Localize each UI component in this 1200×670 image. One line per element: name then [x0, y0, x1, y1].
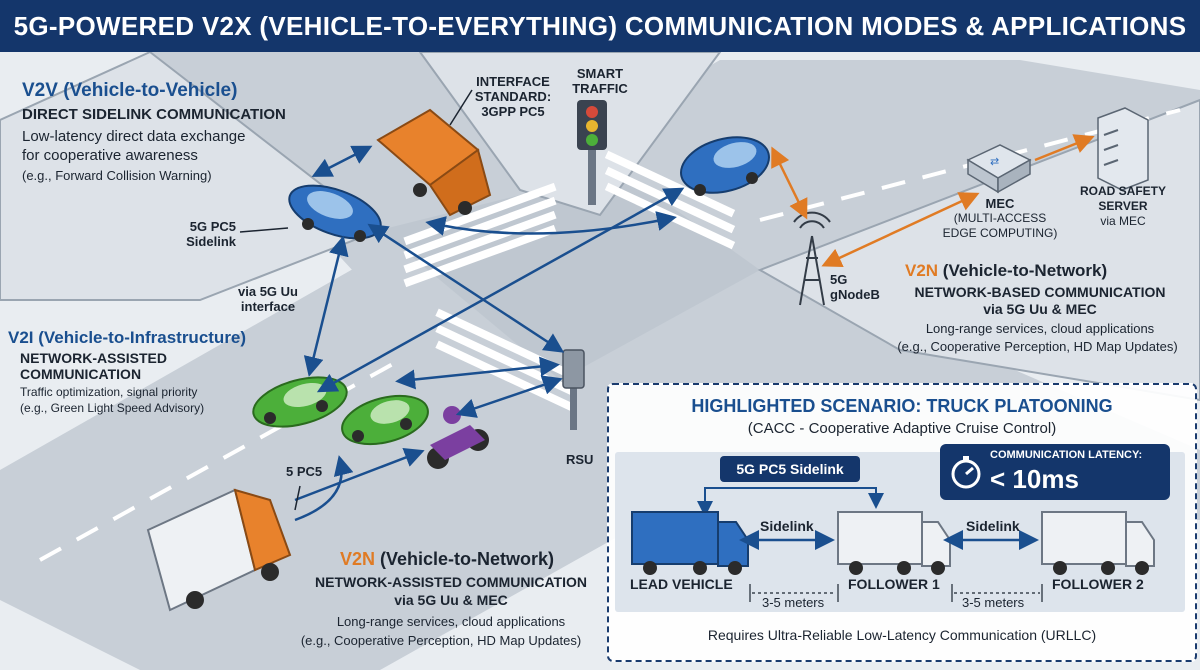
sidelink-tag: 5G PC5 Sidelink: [720, 456, 860, 482]
mec-label-line2: (MULTI-ACCESS: [953, 211, 1047, 225]
v2n-bottom-prefix: V2N: [340, 549, 376, 569]
header-bar: 5G-POWERED V2X (VEHICLE-TO-EVERYTHING) C…: [0, 0, 1200, 52]
lead-vehicle-label: LEAD VEHICLE: [630, 576, 733, 592]
v2i-sub-2: COMMUNICATION: [20, 366, 142, 382]
smart-traffic-label: SMART TRAFFIC: [565, 66, 635, 96]
server-label-line1: ROAD SAFETY: [1079, 184, 1166, 198]
v2n-bottom-sub-2: via 5G Uu & MEC: [394, 592, 508, 608]
gnodeb-label-line1: 5G: [830, 272, 848, 287]
v2i-sub-1: NETWORK-ASSISTED: [20, 350, 167, 366]
blue-car-icon-east: [680, 136, 770, 196]
green-car-icon-2: [341, 394, 429, 446]
svg-text:⇄: ⇄: [990, 155, 999, 168]
v2n-bottom-desc: Long-range services, cloud applications: [336, 614, 566, 629]
v2n-bottom-heading-rest: (Vehicle-to-Network): [375, 549, 555, 569]
sidelink-label-2: Sidelink: [966, 518, 1020, 534]
rsu-label: RSU: [566, 452, 594, 467]
latency-value: < 10ms: [990, 464, 1079, 494]
smart-traffic-line2: TRAFFIC: [572, 81, 628, 96]
interface-label: INTERFACE STANDARD: 3GPP PC5: [468, 74, 558, 119]
page-title: 5G-POWERED V2X (VEHICLE-TO-EVERYTHING) C…: [13, 11, 1187, 41]
stopwatch-icon: [951, 456, 981, 489]
v2n-bottom-heading: V2N (Vehicle-to-Network): [340, 549, 554, 570]
interface-label-line2: STANDARD:: [474, 89, 552, 104]
mec-label-line3: EDGE COMPUTING): [942, 226, 1058, 240]
gap-label-2: 3-5 meters: [962, 595, 1025, 610]
mec-router-icon: ⇄: [966, 144, 1032, 194]
pc5-label-line2: Sidelink: [186, 234, 236, 249]
uu-label-line1: via 5G Uu: [238, 284, 298, 299]
mec-label-line1: MEC: [985, 196, 1015, 211]
v2v-desc-2: for cooperative awareness: [22, 147, 198, 164]
v2v-subheading: DIRECT SIDELINK COMMUNICATION: [22, 106, 286, 123]
pc5-label: 5G PC5 Sidelink: [176, 219, 236, 249]
server-icon: [1097, 107, 1149, 191]
interface-label-line1: INTERFACE: [476, 74, 550, 89]
v2n-bottom-example: (e.g., Cooperative Perception, HD Map Up…: [300, 633, 582, 648]
server-label: ROAD SAFETY SERVER via MEC: [1068, 184, 1178, 229]
gap-label-1: 3-5 meters: [762, 595, 825, 610]
v2i-desc: Traffic optimization, signal priority: [20, 385, 198, 399]
sidewalk-east: [757, 98, 1200, 402]
v2i-heading: V2I (Vehicle-to-Infrastructure): [8, 328, 247, 347]
scenario-subheading: (CACC - Cooperative Adaptive Cruise Cont…: [747, 420, 1057, 437]
sidewalk-west: [0, 50, 383, 301]
latency-badge: COMMUNICATION LATENCY: < 10ms: [940, 444, 1170, 500]
smart-traffic-line1: SMART: [576, 66, 624, 81]
uu-label: via 5G Uu interface: [228, 284, 308, 314]
network-arrows: [771, 134, 1095, 267]
follower-1-label: FOLLOWER 1: [848, 576, 940, 592]
scenario-heading: HIGHLIGHTED SCENARIO: TRUCK PLATOONING: [691, 396, 1113, 416]
v2n-right-sub-2: via 5G Uu & MEC: [983, 301, 1097, 317]
uu-label-line2: interface: [240, 299, 296, 314]
v2n-right-heading-rest: (Vehicle-to-Network): [938, 261, 1108, 280]
v2v-desc-1: Low-latency direct data exchange: [22, 128, 246, 145]
gnodeb-label-line2: gNodeB: [830, 287, 880, 302]
v2n-right-desc: Long-range services, cloud applications: [925, 321, 1155, 336]
interface-label-line3: 3GPP PC5: [481, 104, 545, 119]
traffic-light-icon: [577, 100, 607, 205]
box-truck-icon: [146, 488, 292, 612]
v2v-example: (e.g., Forward Collision Warning): [22, 168, 212, 183]
server-label-line3: via MEC: [1100, 214, 1146, 228]
v2i-example: (e.g., Green Light Speed Advisory): [20, 401, 205, 415]
v2v-heading: V2V (Vehicle-to-Vehicle): [22, 80, 238, 101]
latency-label: COMMUNICATION LATENCY:: [990, 449, 1143, 461]
communication-arrows: [294, 145, 685, 522]
v2n-right-sub-1: NETWORK-BASED COMMUNICATION: [914, 284, 1166, 300]
leader-lines: [239, 89, 473, 511]
follower-2-label: FOLLOWER 2: [1052, 576, 1144, 592]
pc5-short-label: 5 PC5: [286, 464, 323, 479]
sidelink-label-1: Sidelink: [760, 518, 814, 534]
pc5-label-line1: 5G PC5: [189, 219, 236, 234]
v2n-right-heading: V2N (Vehicle-to-Network): [905, 261, 1107, 281]
gnodeb-label: 5G gNodeB: [830, 272, 880, 302]
v2n-right-example: (e.g., Cooperative Perception, HD Map Up…: [897, 339, 1178, 354]
v2n-right-prefix: V2N: [905, 261, 939, 280]
server-label-line2: SERVER: [1098, 199, 1148, 213]
mec-label: MEC (MULTI-ACCESS EDGE COMPUTING): [940, 196, 1060, 241]
v2n-bottom-sub-1: NETWORK-ASSISTED COMMUNICATION: [315, 574, 587, 590]
scenario-footer: Requires Ultra-Reliable Low-Latency Comm…: [707, 627, 1097, 643]
